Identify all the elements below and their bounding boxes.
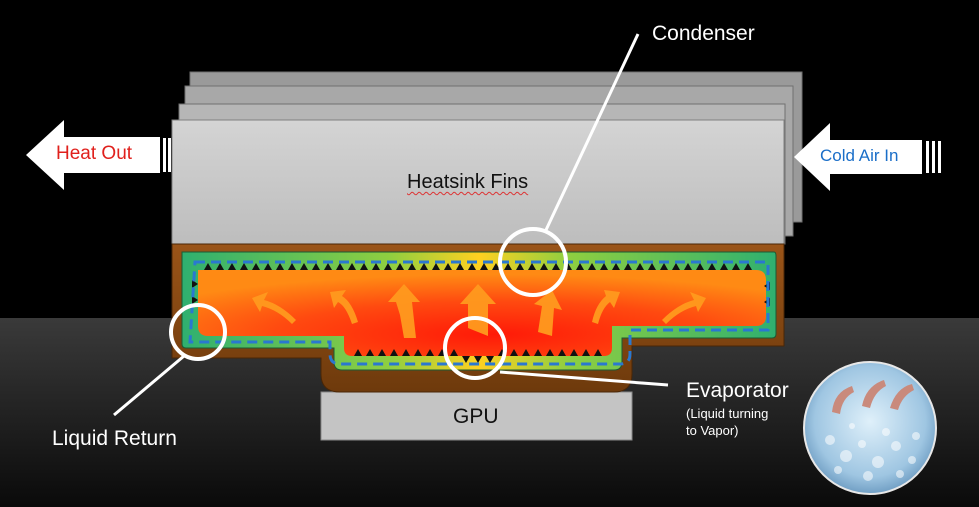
evaporator-sublabel-line-1: (Liquid turning [686, 406, 769, 421]
condenser-callout [498, 33, 640, 297]
vapor-flow-arrows [252, 284, 706, 338]
condenser-label: Condenser [652, 22, 755, 45]
liquid-return-path [188, 260, 770, 366]
liquid-return-label: Liquid Return [52, 427, 177, 450]
gpu-die [320, 391, 633, 441]
fin-layer-front [171, 119, 785, 245]
cold-air-in-label: Cold Air In [820, 146, 899, 165]
bubbles-magnifier-icon [803, 361, 937, 495]
liquid-return-callout [113, 303, 227, 417]
gpu-label: GPU [453, 405, 499, 428]
evaporator-sublabel-line-2: to Vapor) [686, 423, 739, 438]
evaporator-callout [443, 316, 669, 387]
cold-air-arrow-icon [794, 123, 941, 191]
condensate-droplets-top [204, 263, 752, 270]
evaporator-label: Evaporator [686, 379, 789, 402]
evaporator-sublabel: (Liquid turning to Vapor) [686, 405, 768, 439]
heatsink-fins-label: Heatsink Fins [407, 171, 529, 193]
heat-out-label: Heat Out [56, 143, 133, 164]
heat-out-arrow-icon [26, 120, 171, 190]
